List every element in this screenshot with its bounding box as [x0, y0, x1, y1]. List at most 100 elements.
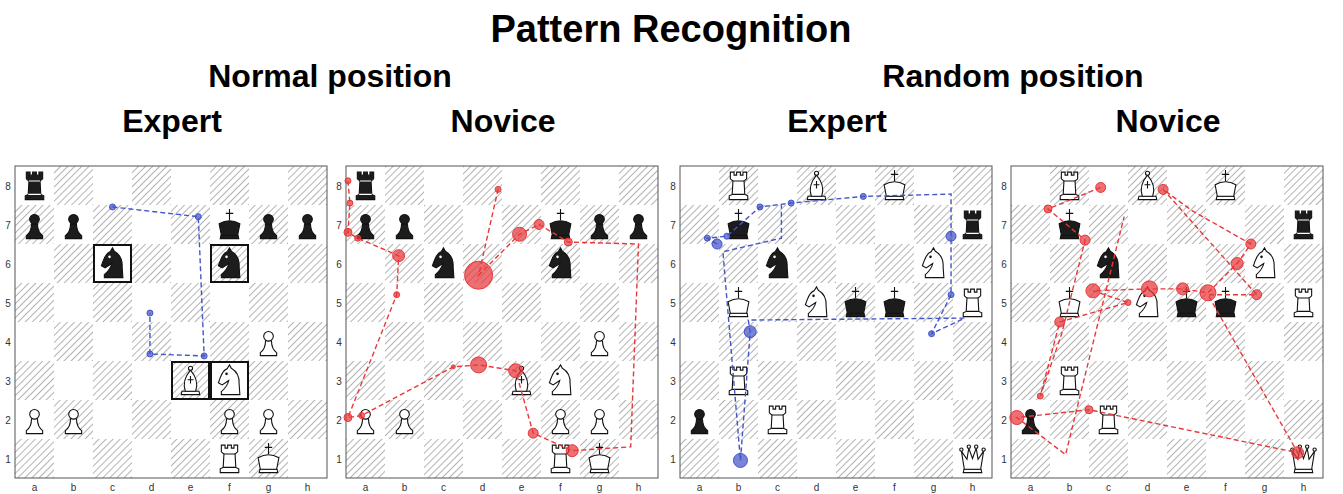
piece-part	[1222, 287, 1229, 298]
board-square	[424, 283, 463, 322]
board-square	[424, 322, 463, 361]
chunk-highlight	[211, 245, 248, 282]
board-square	[1284, 205, 1323, 244]
rank-coordinate: 2	[1001, 414, 1007, 425]
rank-coordinate: 5	[1001, 297, 1007, 308]
board-square	[502, 439, 541, 478]
board-square	[288, 322, 327, 361]
board-square	[249, 439, 288, 478]
board-square	[385, 166, 424, 205]
pawn-piece	[591, 409, 607, 433]
board-square	[914, 361, 953, 400]
fixation-dot	[465, 261, 493, 289]
board-square	[15, 205, 54, 244]
eye-scanpath	[344, 178, 639, 457]
piece-part	[691, 419, 707, 434]
piece-part	[1222, 170, 1229, 181]
rank-coordinate: 7	[336, 219, 342, 230]
piece-part	[1215, 182, 1236, 196]
board-square	[210, 322, 249, 361]
board-square	[288, 166, 327, 205]
fixation-dot	[509, 364, 523, 378]
pawn-piece	[299, 214, 315, 238]
board-square	[288, 361, 327, 400]
board-square	[875, 205, 914, 244]
board-square	[463, 322, 502, 361]
piece-part	[814, 181, 820, 188]
queen-piece	[960, 445, 986, 473]
piece-part	[556, 409, 566, 419]
board-square	[210, 244, 249, 283]
rank-coordinate: 1	[1001, 453, 1007, 464]
board-square	[914, 322, 953, 361]
figure-title: Pattern Recognition	[490, 9, 851, 51]
piece-part	[432, 248, 453, 278]
piece-part	[1313, 448, 1316, 451]
piece-part	[218, 365, 239, 395]
fixation-dot	[528, 428, 538, 438]
board-square	[1245, 244, 1284, 283]
board-square	[171, 283, 210, 322]
board-square	[541, 244, 580, 283]
board-square	[619, 205, 658, 244]
board-border	[680, 166, 992, 478]
file-coordinate: c	[1106, 482, 1111, 493]
piece-part	[810, 175, 823, 196]
board-square	[580, 322, 619, 361]
rank-coordinate: 5	[336, 297, 342, 308]
board-square	[1167, 400, 1206, 439]
board-square	[580, 283, 619, 322]
pawn-piece	[630, 214, 646, 238]
fixation-dot	[1055, 317, 1065, 327]
board-square	[463, 205, 502, 244]
board-square	[93, 283, 132, 322]
rank-coordinate: 8	[5, 180, 11, 191]
king-piece	[1215, 170, 1236, 200]
board-square	[54, 166, 93, 205]
board-square	[93, 166, 132, 205]
board-square	[1128, 322, 1167, 361]
chessboard	[1011, 166, 1323, 478]
board-square	[346, 361, 385, 400]
board-square	[210, 400, 249, 439]
board-square	[93, 244, 132, 283]
board-square	[132, 283, 171, 322]
board-square	[1245, 205, 1284, 244]
board-square	[953, 439, 992, 478]
board-square	[171, 166, 210, 205]
board-square	[1206, 322, 1245, 361]
piece-part	[963, 289, 982, 316]
board-square	[580, 400, 619, 439]
board-square	[875, 322, 914, 361]
board-square	[1089, 166, 1128, 205]
board-square	[210, 361, 249, 400]
board-square	[1011, 244, 1050, 283]
piece-part	[260, 224, 276, 239]
piece-part	[554, 454, 567, 467]
board-square	[424, 244, 463, 283]
board-square	[171, 400, 210, 439]
board-square	[385, 244, 424, 283]
board-square	[1050, 400, 1089, 439]
board-square	[836, 283, 875, 322]
file-coordinate: d	[814, 482, 820, 493]
piece-part	[1294, 289, 1313, 316]
piece-part	[225, 256, 228, 259]
pawn-piece	[552, 409, 568, 433]
board-square	[797, 400, 836, 439]
fixation-dot	[1085, 406, 1093, 414]
rook-piece	[768, 406, 787, 433]
scanpath-line	[348, 181, 639, 451]
board-square	[1167, 361, 1206, 400]
board-square	[1284, 244, 1323, 283]
chess-pieces	[691, 170, 985, 473]
piece-part	[25, 172, 44, 199]
rook-piece	[1294, 211, 1313, 238]
board-square	[502, 400, 541, 439]
board-square	[132, 400, 171, 439]
knight-piece	[766, 248, 787, 278]
board-square	[580, 361, 619, 400]
rook-piece	[356, 172, 375, 199]
board-square	[1050, 166, 1089, 205]
board-square	[1167, 205, 1206, 244]
